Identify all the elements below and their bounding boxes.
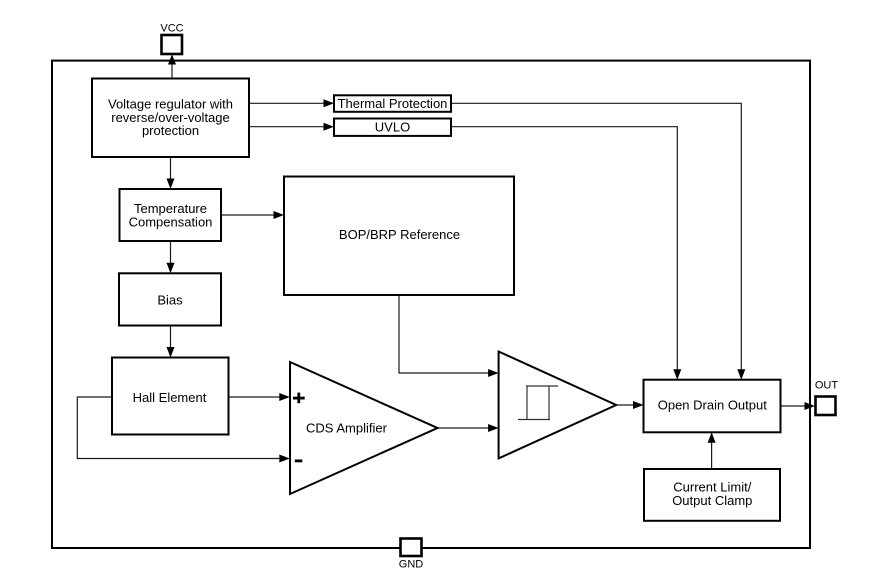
svg-text:Thermal Protection: Thermal Protection	[338, 96, 448, 111]
svg-text:protection: protection	[142, 123, 199, 138]
svg-text:Voltage regulator with: Voltage regulator with	[108, 97, 233, 112]
svg-text:Bias: Bias	[157, 292, 183, 307]
svg-text:Hall Element: Hall Element	[133, 390, 207, 405]
svg-text:CDS Amplifier: CDS Amplifier	[306, 420, 388, 435]
svg-text:Output Clamp: Output Clamp	[672, 493, 752, 508]
svg-text:Current Limit/: Current Limit/	[673, 479, 751, 494]
svg-text:BOP/BRP Reference: BOP/BRP Reference	[339, 227, 460, 242]
svg-text:Compensation: Compensation	[129, 215, 213, 230]
svg-text:Temperature: Temperature	[134, 201, 207, 216]
svg-text:reverse/over-voltage: reverse/over-voltage	[111, 110, 230, 125]
svg-text:OUT: OUT	[815, 380, 839, 392]
svg-text:VCC: VCC	[160, 23, 183, 35]
svg-text:GND: GND	[399, 559, 424, 571]
svg-text:UVLO: UVLO	[375, 120, 410, 135]
svg-text:Open Drain Output: Open Drain Output	[658, 397, 768, 412]
